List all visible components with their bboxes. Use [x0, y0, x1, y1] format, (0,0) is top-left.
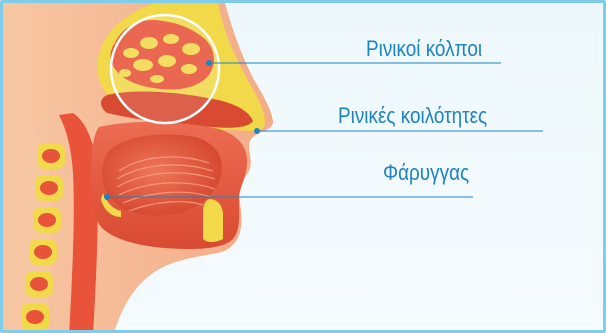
- label-nasal-cavities: Ρινικές κοιλότητες: [338, 103, 487, 129]
- label-pharynx: Φάρυγγας: [383, 160, 469, 186]
- anatomy-illustration: [3, 3, 606, 333]
- sinus-highlight-circle: [111, 15, 219, 123]
- label-sinuses: Ρινικοί κόλποι: [366, 36, 482, 62]
- jaw-bone: [203, 199, 223, 242]
